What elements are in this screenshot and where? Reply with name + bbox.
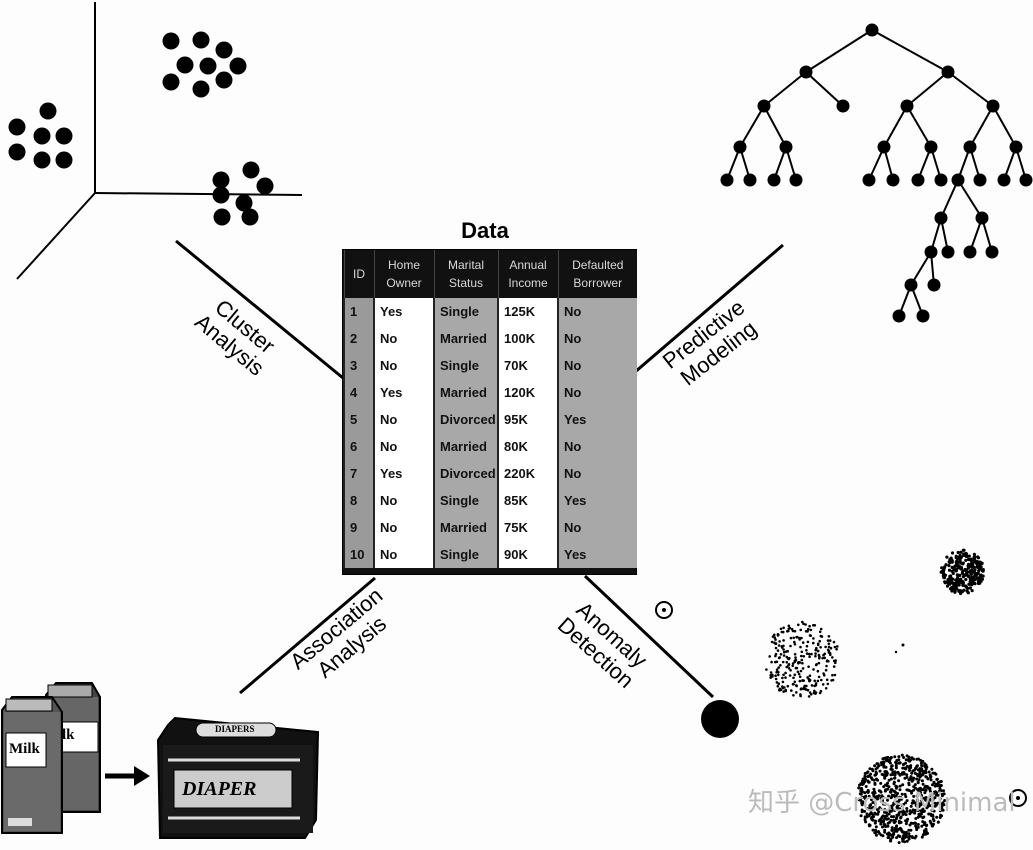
outlier-point-icon [655,601,673,619]
table-cell: No [557,325,637,352]
milk-label-back: lk [62,727,75,743]
table-cell: Married [433,379,498,406]
table-cell: 8 [343,487,374,514]
table-cell: No [373,487,434,514]
table-cell: No [373,541,434,568]
outlier-point-icon [1009,789,1027,807]
table-cell: 4 [343,379,374,406]
watermark: 知乎 @Cross Minimal [748,788,1016,818]
table-cell: No [373,325,434,352]
table-header-cell: Home Owner [373,250,434,298]
table-cell: 120K [497,379,558,406]
table-cell: No [557,514,637,541]
data-title: Data [461,218,509,243]
table-cell: 10 [343,541,374,568]
table-cell: 85K [497,487,558,514]
table-cell: 2 [343,325,374,352]
table-cell: 75K [497,514,558,541]
table-cell: No [557,460,637,487]
table-cell: No [373,406,434,433]
table-cell: Yes [557,541,637,568]
table-cell: Single [433,541,498,568]
table-cell: No [557,298,637,325]
anomaly-connector [583,574,715,699]
table-header-cell: ID [343,250,374,298]
table-cell: No [557,352,637,379]
table-cell: 5 [343,406,374,433]
table-cell: Single [433,352,498,379]
table-cell: 125K [497,298,558,325]
cluster-connector [175,239,344,380]
predictive-connector [634,243,784,374]
table-cell: Yes [373,379,434,406]
table-header-cell: Marital Status [433,250,498,298]
table-cell: 220K [497,460,558,487]
milk-label: Milk [9,741,40,757]
table-header-cell: Defaulted Borrower [557,250,637,298]
table-cell: 100K [497,325,558,352]
diaper-top-label: DIAPERS [215,724,255,734]
table-cell: Married [433,325,498,352]
table-cell: No [373,352,434,379]
table-cell: Yes [373,298,434,325]
table-cell: 90K [497,541,558,568]
table-header-cell: Annual Income [497,250,558,298]
table-cell: 3 [343,352,374,379]
table-cell: No [557,433,637,460]
diaper-label: DIAPER [182,778,257,800]
table-cell: Yes [373,460,434,487]
table-cell: 6 [343,433,374,460]
table-cell: Divorced [433,460,498,487]
table-cell: 7 [343,460,374,487]
table-cell: Yes [557,406,637,433]
table-cell: Married [433,514,498,541]
table-cell: 9 [343,514,374,541]
table-cell: Married [433,433,498,460]
table-cell: Yes [557,487,637,514]
table-cell: 95K [497,406,558,433]
table-cell: 70K [497,352,558,379]
table-cell: No [373,433,434,460]
table-cell: 1 [343,298,374,325]
table-cell: Single [433,487,498,514]
table-cell: Divorced [433,406,498,433]
table-cell: No [557,379,637,406]
table-cell: Single [433,298,498,325]
table-cell: No [373,514,434,541]
association-connector [239,576,376,695]
table-cell: 80K [497,433,558,460]
